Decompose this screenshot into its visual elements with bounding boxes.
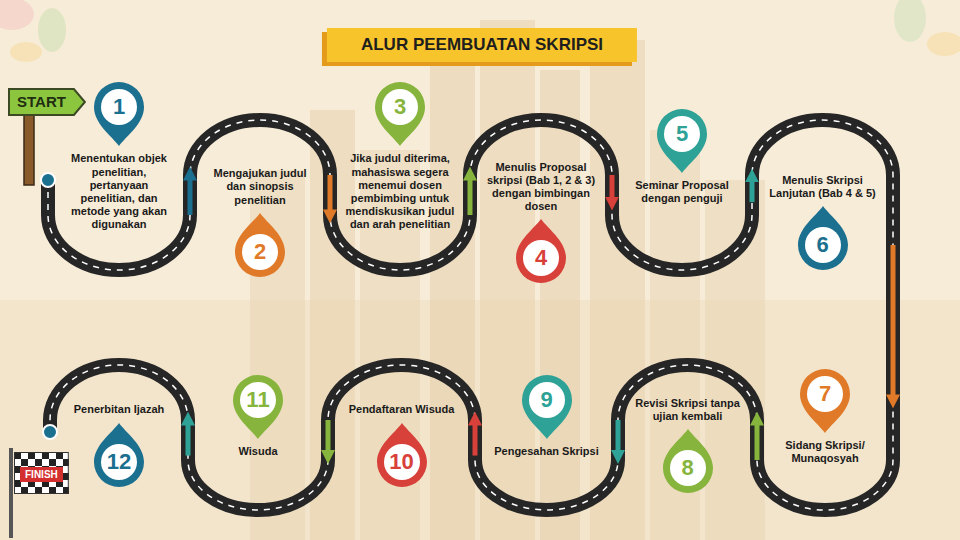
flag-square	[28, 452, 35, 459]
sign-post	[24, 110, 34, 185]
corner-blob	[38, 8, 66, 52]
flag-square	[49, 487, 56, 494]
step-marker: Pendaftaran Wisuda 10	[328, 403, 475, 490]
start-sign: START	[8, 88, 86, 116]
map-pin: 3	[370, 78, 430, 148]
step-number: 3	[370, 94, 430, 120]
flag-text: FINISH	[20, 467, 63, 482]
step-number: 2	[230, 239, 290, 265]
flow-arrow	[750, 177, 755, 202]
sign-text: START	[17, 93, 66, 110]
step-number: 7	[795, 381, 855, 407]
step-number: 8	[658, 455, 718, 481]
step-description: Mengajukan judul dan sinopsis penelitian	[204, 167, 316, 207]
finish-flag: FINISH	[14, 452, 69, 494]
step-marker: Menulis Skripsi Lanjutan (Bab 4 & 5) 6	[752, 174, 893, 274]
corner-blob	[10, 42, 42, 62]
building	[540, 70, 580, 540]
step-marker: 9Pengesahan Skripsi	[475, 371, 618, 458]
flag-square	[42, 452, 49, 459]
building	[480, 20, 535, 540]
flag-border	[15, 453, 69, 494]
road-marking	[48, 120, 893, 510]
step-description: Menulis Skripsi Lanjutan (Bab 4 & 5)	[767, 174, 879, 200]
step-description: Sidang Skripsi/ Munaqosyah	[769, 439, 881, 465]
corner-blob	[927, 32, 960, 56]
map-pin: 7	[795, 365, 855, 435]
step-description: Menulis Proposal skripsi (Bab 1, 2 & 3) …	[485, 161, 597, 214]
flow-arrow	[186, 420, 191, 456]
building	[430, 60, 475, 540]
step-description: Revisi Skripsi tanpa ujian kembali	[632, 397, 744, 423]
step-marker: Penerbitan Ijazah 12	[50, 403, 188, 490]
flag-square	[35, 459, 42, 466]
step-description: Wisuda	[238, 445, 277, 458]
step-number: 6	[793, 232, 853, 258]
map-pin: 9	[517, 371, 577, 441]
flow-arrow	[473, 420, 478, 456]
step-marker: 11Wisuda	[188, 371, 328, 458]
step-number: 9	[517, 387, 577, 413]
step-number: 11	[228, 387, 288, 413]
road	[48, 120, 893, 510]
step-number: 4	[511, 245, 571, 271]
map-pin: 8	[658, 427, 718, 497]
step-number: 10	[372, 449, 432, 475]
flag-square	[21, 487, 28, 494]
start-dot	[41, 173, 55, 187]
step-number: 5	[652, 121, 712, 147]
step-marker: 5Seminar Proposal dengan penguji	[612, 105, 752, 205]
flow-arrow	[610, 175, 615, 202]
flow-arrow	[755, 420, 760, 460]
map-pin: 4	[511, 217, 571, 287]
step-description: Jika judul diterima, mahasiswa segera me…	[344, 152, 456, 231]
step-description: Pendaftaran Wisuda	[349, 403, 455, 416]
map-pin: 6	[793, 204, 853, 274]
flow-arrow	[188, 175, 193, 215]
sign-shape	[9, 89, 85, 115]
title-banner: ALUR PEEMBUATAN SKRIPSI	[327, 28, 637, 62]
step-number: 12	[89, 449, 149, 475]
map-pin: 2	[230, 211, 290, 281]
flag-square	[49, 459, 56, 466]
flag-square	[21, 459, 28, 466]
end-dot	[43, 425, 57, 439]
map-pin: 12	[89, 421, 149, 491]
flow-arrow	[328, 175, 333, 215]
step-description: Menentukan objek penelitian, pertanyaan …	[63, 152, 175, 231]
map-pin: 10	[372, 421, 432, 491]
corner-blob	[894, 0, 926, 42]
flag-square	[35, 487, 42, 494]
step-marker: 7Sidang Skripsi/ Munaqosyah	[757, 365, 893, 465]
step-description: Seminar Proposal dengan penguji	[626, 179, 738, 205]
flow-arrow	[891, 245, 896, 400]
map-pin: 11	[228, 371, 288, 441]
flag-ground	[14, 452, 69, 494]
flow-arrow	[468, 175, 473, 215]
flag-square	[56, 452, 63, 459]
step-description: Penerbitan Ijazah	[74, 403, 164, 416]
flag-pole	[9, 448, 13, 538]
corner-blob	[0, 0, 34, 30]
step-description: Pengesahan Skripsi	[494, 445, 599, 458]
map-pin: 5	[652, 105, 712, 175]
step-marker: 3Jika judul diterima, mahasiswa segera m…	[330, 78, 470, 231]
map-pin: 1	[89, 78, 149, 148]
step-marker: Revisi Skripsi tanpa ujian kembali 8	[618, 397, 757, 497]
step-marker: Mengajukan judul dan sinopsis penelitian…	[190, 167, 330, 281]
step-number: 1	[89, 94, 149, 120]
step-marker: Menulis Proposal skripsi (Bab 1, 2 & 3) …	[470, 161, 612, 288]
flag-square	[14, 452, 21, 459]
building	[705, 180, 765, 540]
flow-arrow	[616, 420, 621, 456]
step-marker: 1Menentukan objek penelitian, pertanyaan…	[48, 78, 190, 231]
flow-arrow	[326, 420, 331, 456]
